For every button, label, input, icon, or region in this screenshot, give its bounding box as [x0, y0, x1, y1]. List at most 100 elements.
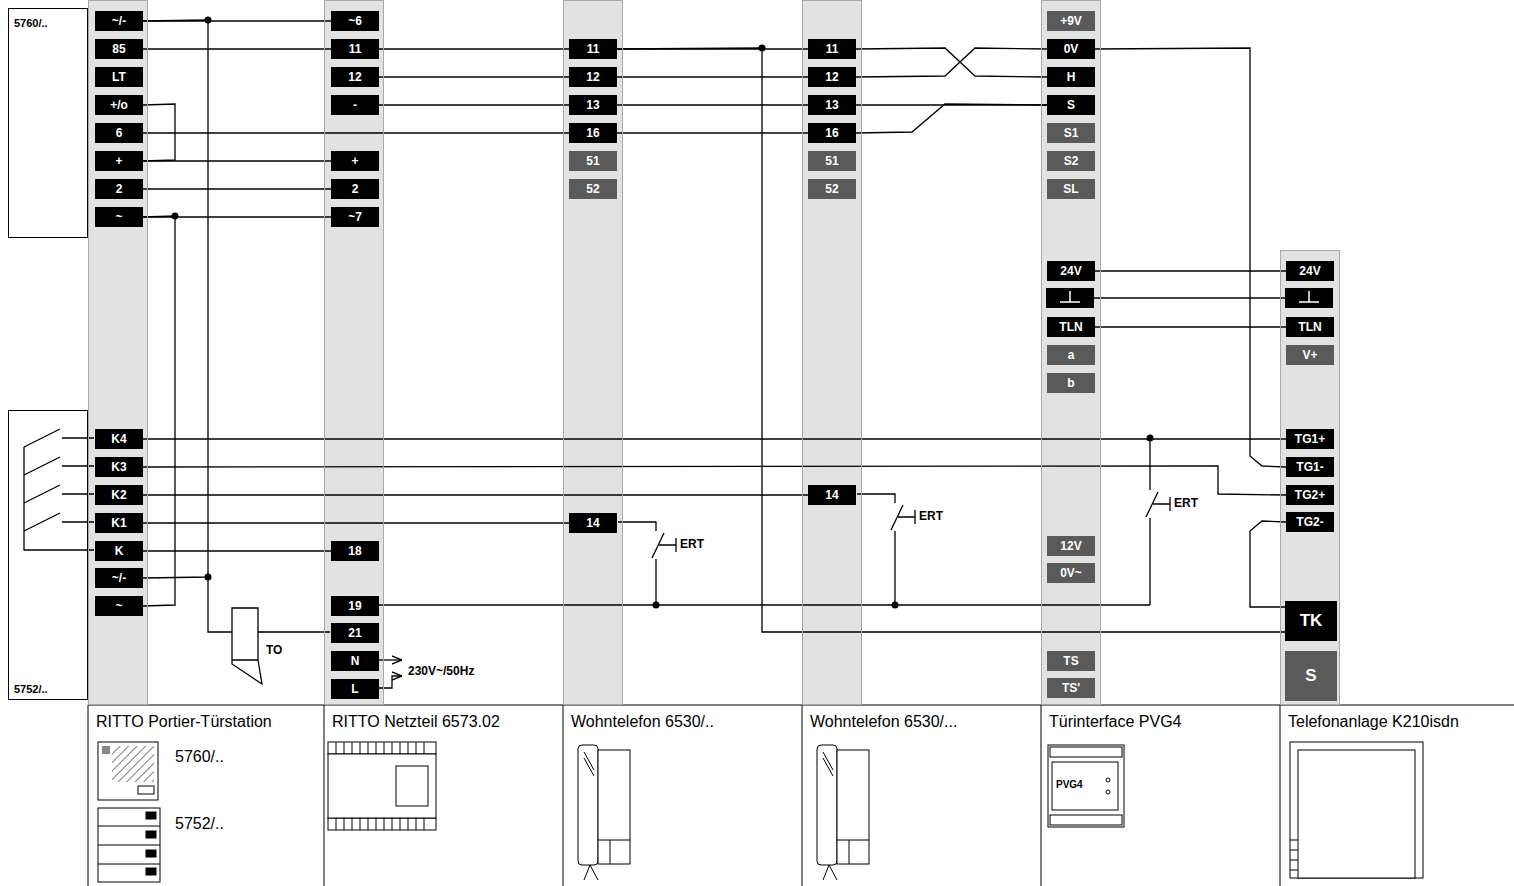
terminal-name: K1	[111, 516, 126, 530]
terminal: 11	[331, 39, 379, 59]
device-icons	[98, 742, 1423, 882]
terminal: H	[1047, 67, 1095, 87]
terminal-name: 6	[116, 126, 123, 140]
component-label: 230V~/50Hz	[408, 664, 474, 678]
wire	[143, 188, 331, 189]
separator-lines	[88, 705, 1514, 886]
terminal: 16	[808, 123, 856, 143]
terminal-name: ~7	[348, 210, 362, 224]
terminal-name: N	[351, 654, 360, 668]
terminal-name: TK	[1300, 611, 1323, 631]
device-caption: RITTO Portier-Türstation	[96, 713, 272, 731]
terminal: ~/-	[95, 568, 143, 588]
device-column: RITTO Portier-Türstation~/-85LT+/o6+2~K4…	[88, 0, 148, 705]
model-number: PVG4	[1056, 779, 1083, 790]
terminal-name: 24V	[1299, 264, 1320, 278]
terminal-name: TLN	[1298, 320, 1321, 334]
terminal-name: ~	[115, 210, 122, 224]
terminal: 24V	[1047, 261, 1095, 281]
terminal: ~/-	[95, 11, 143, 31]
terminal-name: V+	[1302, 348, 1317, 362]
device-frame: 5760/..	[8, 8, 88, 238]
terminal-name: S	[1305, 666, 1316, 686]
terminal-name: 12V	[1060, 539, 1081, 553]
terminal-name: TLN	[1059, 320, 1082, 334]
terminal: TG1+	[1286, 429, 1334, 449]
terminal-name: K2	[111, 488, 126, 502]
terminal: b	[1047, 373, 1095, 393]
wire	[617, 76, 808, 77]
terminal: ~	[95, 207, 143, 227]
terminal: 19	[331, 596, 379, 616]
component-label: ERT	[1174, 496, 1198, 510]
terminal: V+	[1286, 345, 1334, 365]
wire	[1095, 270, 1286, 271]
terminal: TG1-	[1286, 457, 1334, 477]
terminal-name: TG1+	[1295, 432, 1325, 446]
terminal-name: 52	[825, 182, 838, 196]
terminal-name: 19	[348, 599, 361, 613]
terminal-name: 12	[825, 70, 838, 84]
terminal: +/o	[95, 95, 143, 115]
terminal-name: K4	[111, 432, 126, 446]
terminal: 12V	[1047, 536, 1095, 556]
wire	[617, 48, 1285, 632]
terminal-name: 13	[586, 98, 599, 112]
terminal: 52	[808, 179, 856, 199]
component-label: ERT	[919, 509, 943, 523]
terminal: TLN	[1286, 317, 1334, 337]
wire	[379, 104, 569, 105]
terminal: 0V~	[1047, 563, 1095, 583]
device-type: 5760/..	[14, 17, 48, 29]
terminal: K1	[95, 513, 143, 533]
terminal-name: ~/-	[112, 571, 126, 585]
wire	[1095, 326, 1286, 327]
terminal: K3	[95, 457, 143, 477]
terminal: -	[331, 95, 379, 115]
wire	[143, 522, 569, 523]
wire	[143, 550, 331, 551]
terminal-name: K	[115, 544, 124, 558]
terminal-name: LT	[112, 70, 126, 84]
device-caption: Telefonanlage K210isdn	[1288, 713, 1459, 731]
wire	[143, 466, 1286, 495]
terminal: 51	[808, 151, 856, 171]
device-column: Telefonanlage K210isdn24VTLNV+TG1+TG1-TG…	[1280, 250, 1340, 705]
terminal: a	[1047, 345, 1095, 365]
terminal-name: TS	[1063, 654, 1078, 668]
terminal: S	[1285, 651, 1337, 701]
wire	[1095, 48, 1286, 467]
terminal-name: 51	[825, 154, 838, 168]
terminal: K	[95, 541, 143, 561]
terminal: S1	[1047, 123, 1095, 143]
terminal-name: +/o	[110, 98, 128, 112]
terminal-name: 51	[586, 154, 599, 168]
terminal: TG2-	[1286, 512, 1334, 532]
terminal: ~7	[331, 207, 379, 227]
terminal: +	[95, 151, 143, 171]
terminal: TS'	[1047, 678, 1095, 698]
wire	[143, 48, 331, 49]
device-caption: Türinterface PVG4	[1049, 713, 1182, 731]
terminal: 85	[95, 39, 143, 59]
terminal-name: ~/-	[112, 14, 126, 28]
terminal-name: 18	[348, 544, 361, 558]
terminal-name: L	[351, 682, 358, 696]
terminal-name: ~	[115, 599, 122, 613]
terminal-name: 14	[825, 488, 838, 502]
terminal-name: 24V	[1060, 264, 1081, 278]
terminal: 12	[808, 67, 856, 87]
terminal-name: S1	[1064, 126, 1079, 140]
terminal-name: 0V	[1064, 42, 1079, 56]
terminal: 13	[569, 95, 617, 115]
terminal: 14	[808, 485, 856, 505]
terminal-name: 21	[348, 626, 361, 640]
device-column: Wohntelefon 6530/...11121316515214	[802, 0, 862, 705]
terminal-name: TS'	[1062, 681, 1080, 695]
terminal: LT	[95, 67, 143, 87]
terminal: 2	[331, 179, 379, 199]
circuit-lines	[24, 298, 1285, 688]
terminal-name: +	[115, 154, 122, 168]
terminal: N	[331, 651, 379, 671]
terminal-name: 2	[352, 182, 359, 196]
